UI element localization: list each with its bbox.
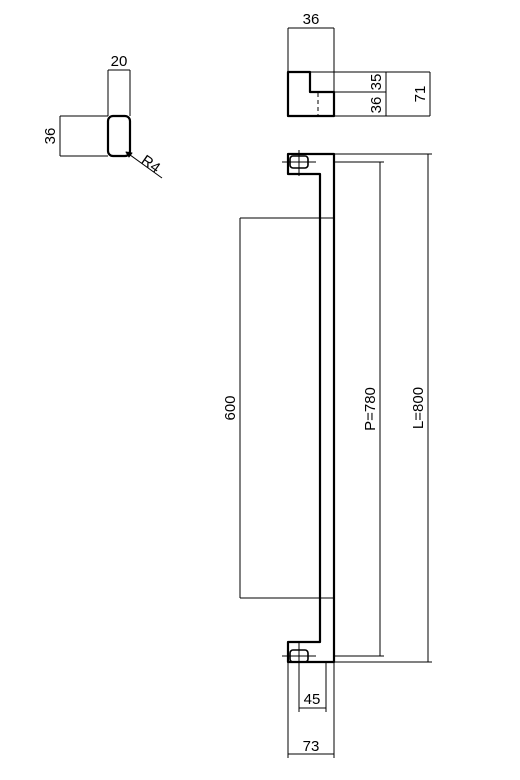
profile-width-label: 20 — [111, 53, 128, 70]
side-top-height-label: 35 — [368, 74, 385, 91]
overall-length-label: L=800 — [410, 387, 427, 429]
mount-offset-label: 45 — [304, 691, 321, 708]
pitch-label: P=780 — [362, 387, 379, 431]
front-view: 600 P=780 L=800 45 73 — [222, 150, 432, 758]
cross-section-view: 20 36 R4 — [42, 53, 163, 179]
cross-section-profile — [106, 114, 132, 158]
side-view: 36 35 36 71 — [286, 11, 431, 118]
handle-outline — [286, 152, 336, 664]
side-view-profile — [286, 70, 336, 118]
grip-length-label: 600 — [222, 395, 239, 420]
side-bottom-height-label: 36 — [368, 97, 385, 114]
profile-height-label: 36 — [42, 128, 59, 145]
side-depth-label: 36 — [303, 11, 320, 28]
overall-projection-label: 73 — [303, 738, 320, 755]
radius-leader — [125, 151, 163, 179]
corner-radius-label: R4 — [138, 152, 163, 177]
side-total-height-label: 71 — [412, 86, 429, 103]
